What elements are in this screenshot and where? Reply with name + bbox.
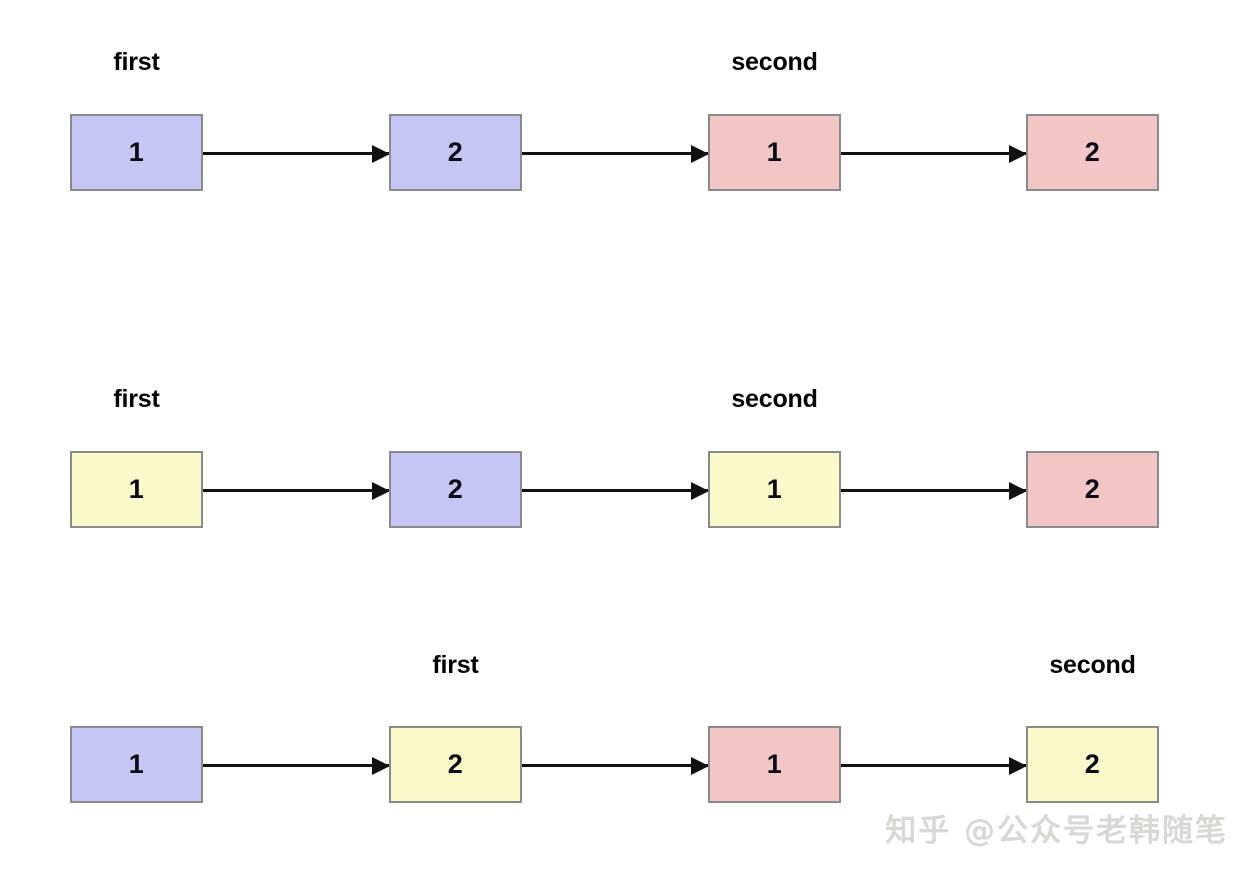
arrow-connector bbox=[841, 756, 1027, 775]
arrow-head-icon bbox=[1009, 756, 1027, 775]
pointer-label-first: first bbox=[113, 48, 160, 76]
arrow-shaft bbox=[203, 764, 389, 767]
node-value: 2 bbox=[447, 749, 464, 779]
node-box: 2 bbox=[1026, 114, 1159, 191]
arrow-connector bbox=[522, 144, 709, 163]
arrow-shaft bbox=[841, 152, 1026, 155]
node-box: 2 bbox=[389, 451, 522, 528]
node-box: 1 bbox=[708, 114, 841, 191]
arrow-connector bbox=[203, 756, 390, 775]
arrow-connector bbox=[841, 144, 1027, 163]
node-value: 2 bbox=[447, 137, 464, 167]
arrow-head-icon bbox=[1009, 481, 1027, 500]
node-box: 1 bbox=[708, 451, 841, 528]
arrow-shaft bbox=[841, 489, 1026, 492]
arrow-connector bbox=[522, 756, 709, 775]
node-value: 1 bbox=[128, 749, 145, 779]
node-box: 2 bbox=[389, 114, 522, 191]
arrow-shaft bbox=[203, 489, 389, 492]
node-value: 2 bbox=[1084, 137, 1101, 167]
arrow-head-icon bbox=[372, 144, 390, 163]
node-value: 2 bbox=[1084, 749, 1101, 779]
pointer-label-second: second bbox=[731, 48, 818, 76]
pointer-label-first: first bbox=[432, 651, 479, 679]
pointer-label-second: second bbox=[731, 385, 818, 413]
arrow-head-icon bbox=[691, 144, 709, 163]
node-box: 1 bbox=[70, 114, 203, 191]
arrow-connector bbox=[203, 481, 390, 500]
node-value: 1 bbox=[766, 474, 783, 504]
arrow-head-icon bbox=[372, 756, 390, 775]
node-box: 2 bbox=[1026, 726, 1159, 803]
arrow-connector bbox=[203, 144, 390, 163]
arrow-shaft bbox=[841, 764, 1026, 767]
node-box: 2 bbox=[1026, 451, 1159, 528]
arrow-head-icon bbox=[691, 481, 709, 500]
node-value: 1 bbox=[766, 749, 783, 779]
arrow-head-icon bbox=[372, 481, 390, 500]
node-value: 2 bbox=[1084, 474, 1101, 504]
node-value: 1 bbox=[128, 474, 145, 504]
arrow-shaft bbox=[522, 152, 708, 155]
node-box: 1 bbox=[708, 726, 841, 803]
watermark: 知乎 @公众号老韩随笔 bbox=[885, 813, 1228, 849]
arrow-shaft bbox=[522, 489, 708, 492]
pointer-label-first: first bbox=[113, 385, 160, 413]
node-value: 2 bbox=[447, 474, 464, 504]
arrow-head-icon bbox=[1009, 144, 1027, 163]
node-box: 1 bbox=[70, 726, 203, 803]
arrow-shaft bbox=[203, 152, 389, 155]
node-value: 1 bbox=[128, 137, 145, 167]
node-box: 2 bbox=[389, 726, 522, 803]
arrow-shaft bbox=[522, 764, 708, 767]
node-value: 1 bbox=[766, 137, 783, 167]
arrow-head-icon bbox=[691, 756, 709, 775]
node-box: 1 bbox=[70, 451, 203, 528]
pointer-label-second: second bbox=[1049, 651, 1136, 679]
arrow-connector bbox=[522, 481, 709, 500]
arrow-connector bbox=[841, 481, 1027, 500]
